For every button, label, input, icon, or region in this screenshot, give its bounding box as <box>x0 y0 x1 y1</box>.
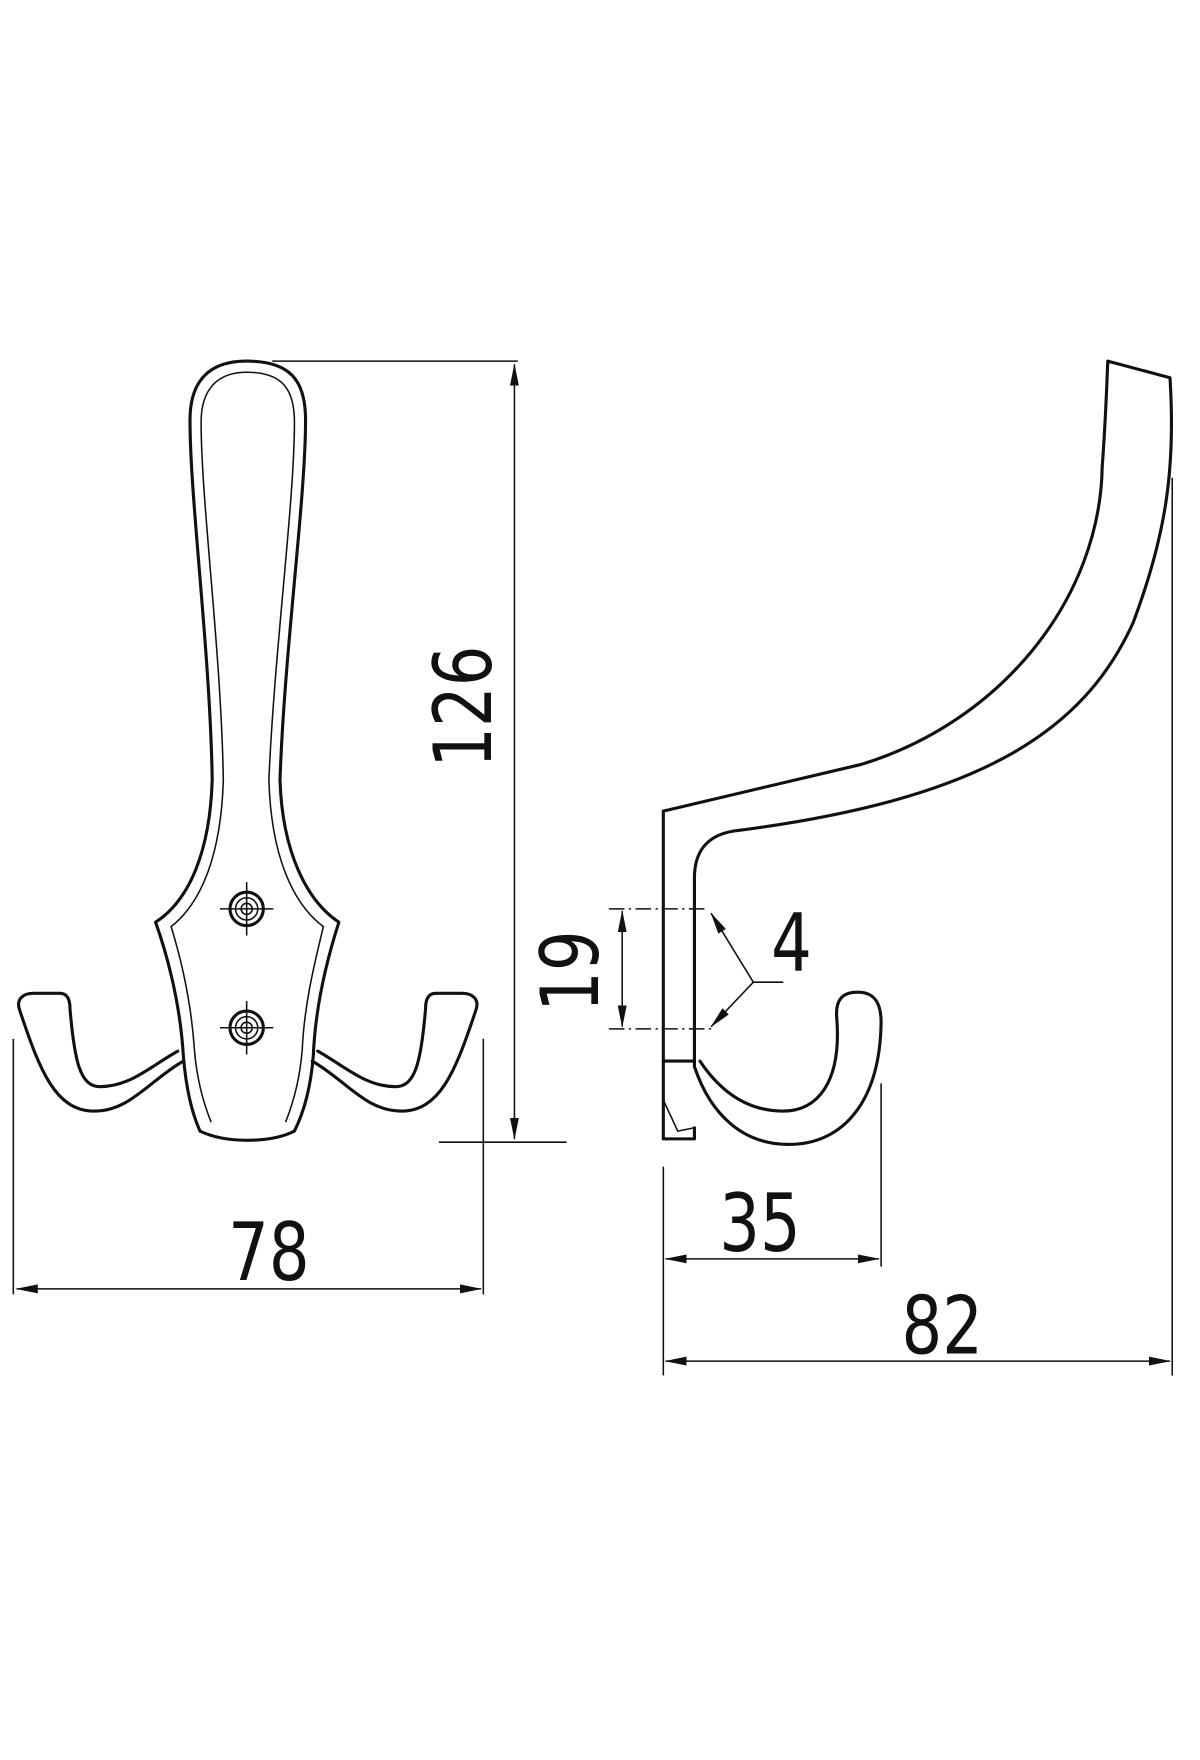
label-lower-hook-35: 35 <box>719 1178 800 1271</box>
right-hook-arm <box>310 991 479 1113</box>
label-height-126: 126 <box>418 646 511 768</box>
side-hook-upper-arm <box>661 359 1174 1069</box>
front-hook-body <box>153 359 341 1142</box>
front-hook-inner-edge <box>170 371 325 1123</box>
side-view-hook <box>661 359 1174 1146</box>
screw-hole-lower-icon <box>219 1001 274 1055</box>
dimension-width <box>12 1038 485 1295</box>
dimension-lower-hook <box>664 1083 882 1267</box>
screw-hole-upper-icon <box>219 882 274 936</box>
dimension-depth <box>662 477 1173 1376</box>
label-hole-diameter-4: 4 <box>771 898 812 991</box>
label-width-78: 78 <box>228 1207 309 1300</box>
label-depth-82: 82 <box>901 1280 982 1373</box>
side-plate-bevel <box>662 1099 695 1132</box>
label-hole-spacing-19: 19 <box>525 930 618 1011</box>
dimension-height <box>272 360 567 1143</box>
front-view-hook <box>17 359 479 1142</box>
side-wall-plate <box>661 809 696 1141</box>
dimension-hole-diameter <box>710 912 784 1028</box>
dimension-hole-spacing <box>608 908 712 1030</box>
left-hook-arm <box>17 991 185 1113</box>
side-hook-lower-arm <box>692 990 883 1146</box>
